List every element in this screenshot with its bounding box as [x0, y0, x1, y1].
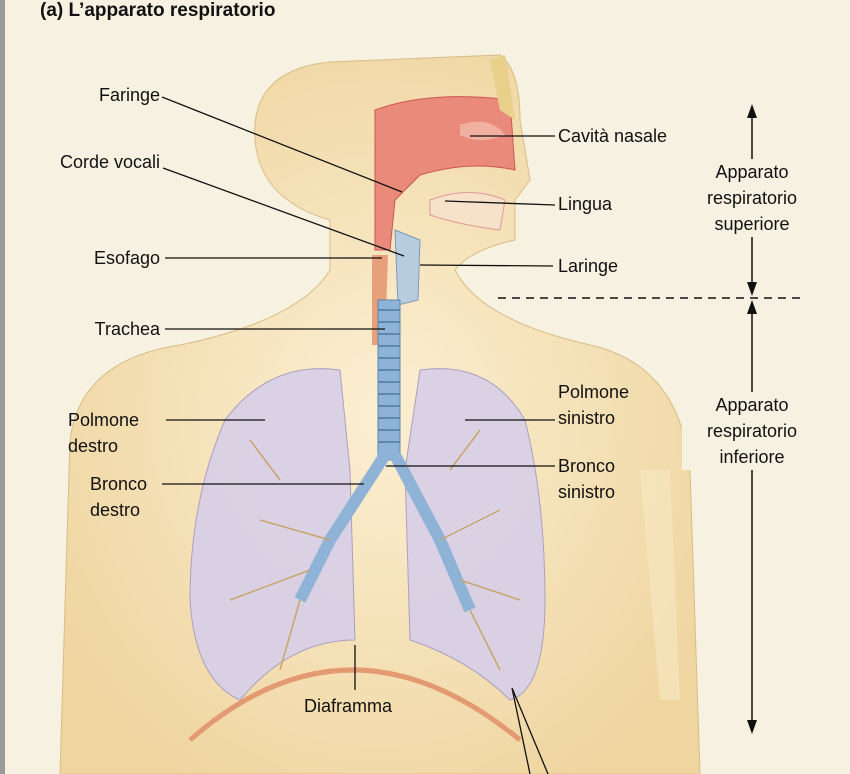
label-line: destro [90, 500, 141, 520]
label-corde-vocali: Corde vocali [59, 152, 160, 172]
label-faringe: Faringe [98, 85, 160, 105]
page-edge [0, 0, 5, 774]
label-esofago: Esofago [93, 248, 160, 268]
left-lung [404, 368, 546, 701]
label-cavita-nasale: Cavità nasale [558, 126, 668, 146]
label-line: Apparato [715, 162, 789, 182]
label-lingua: Lingua [558, 194, 613, 214]
larynx [394, 229, 421, 306]
label-bronco-sinistro: Bronco sinistro [558, 453, 615, 505]
diaphragm [188, 667, 522, 742]
label-line: Bronco [558, 456, 616, 476]
label-line: respiratorio [706, 421, 798, 441]
section-upper-respiratory: Apparato respiratorio superiore [682, 159, 822, 237]
figure-title: (a) L’apparato respiratorio [40, 0, 276, 21]
label-line: destro [68, 436, 119, 456]
trachea [377, 299, 401, 461]
label-line: inferiore [719, 447, 785, 467]
label-polmone-sinistro: Polmone sinistro [558, 379, 629, 431]
label-line: respiratorio [706, 188, 798, 208]
label-polmone-destro: Polmone destro [68, 407, 139, 459]
label-line: Polmone [558, 382, 630, 402]
label-line: sinistro [558, 482, 616, 502]
label-line: Polmone [68, 410, 140, 430]
label-bronco-destro: Bronco destro [90, 471, 147, 523]
label-line: Apparato [715, 395, 789, 415]
label-line: sinistro [558, 408, 616, 428]
label-diaframma: Diaframma [304, 696, 393, 716]
label-laringe: Laringe [558, 256, 619, 276]
label-line: superiore [714, 214, 790, 234]
label-trachea: Trachea [94, 319, 160, 339]
label-line: Bronco [90, 474, 148, 494]
right-lung [189, 368, 356, 701]
section-lower-respiratory: Apparato respiratorio inferiore [682, 392, 822, 470]
